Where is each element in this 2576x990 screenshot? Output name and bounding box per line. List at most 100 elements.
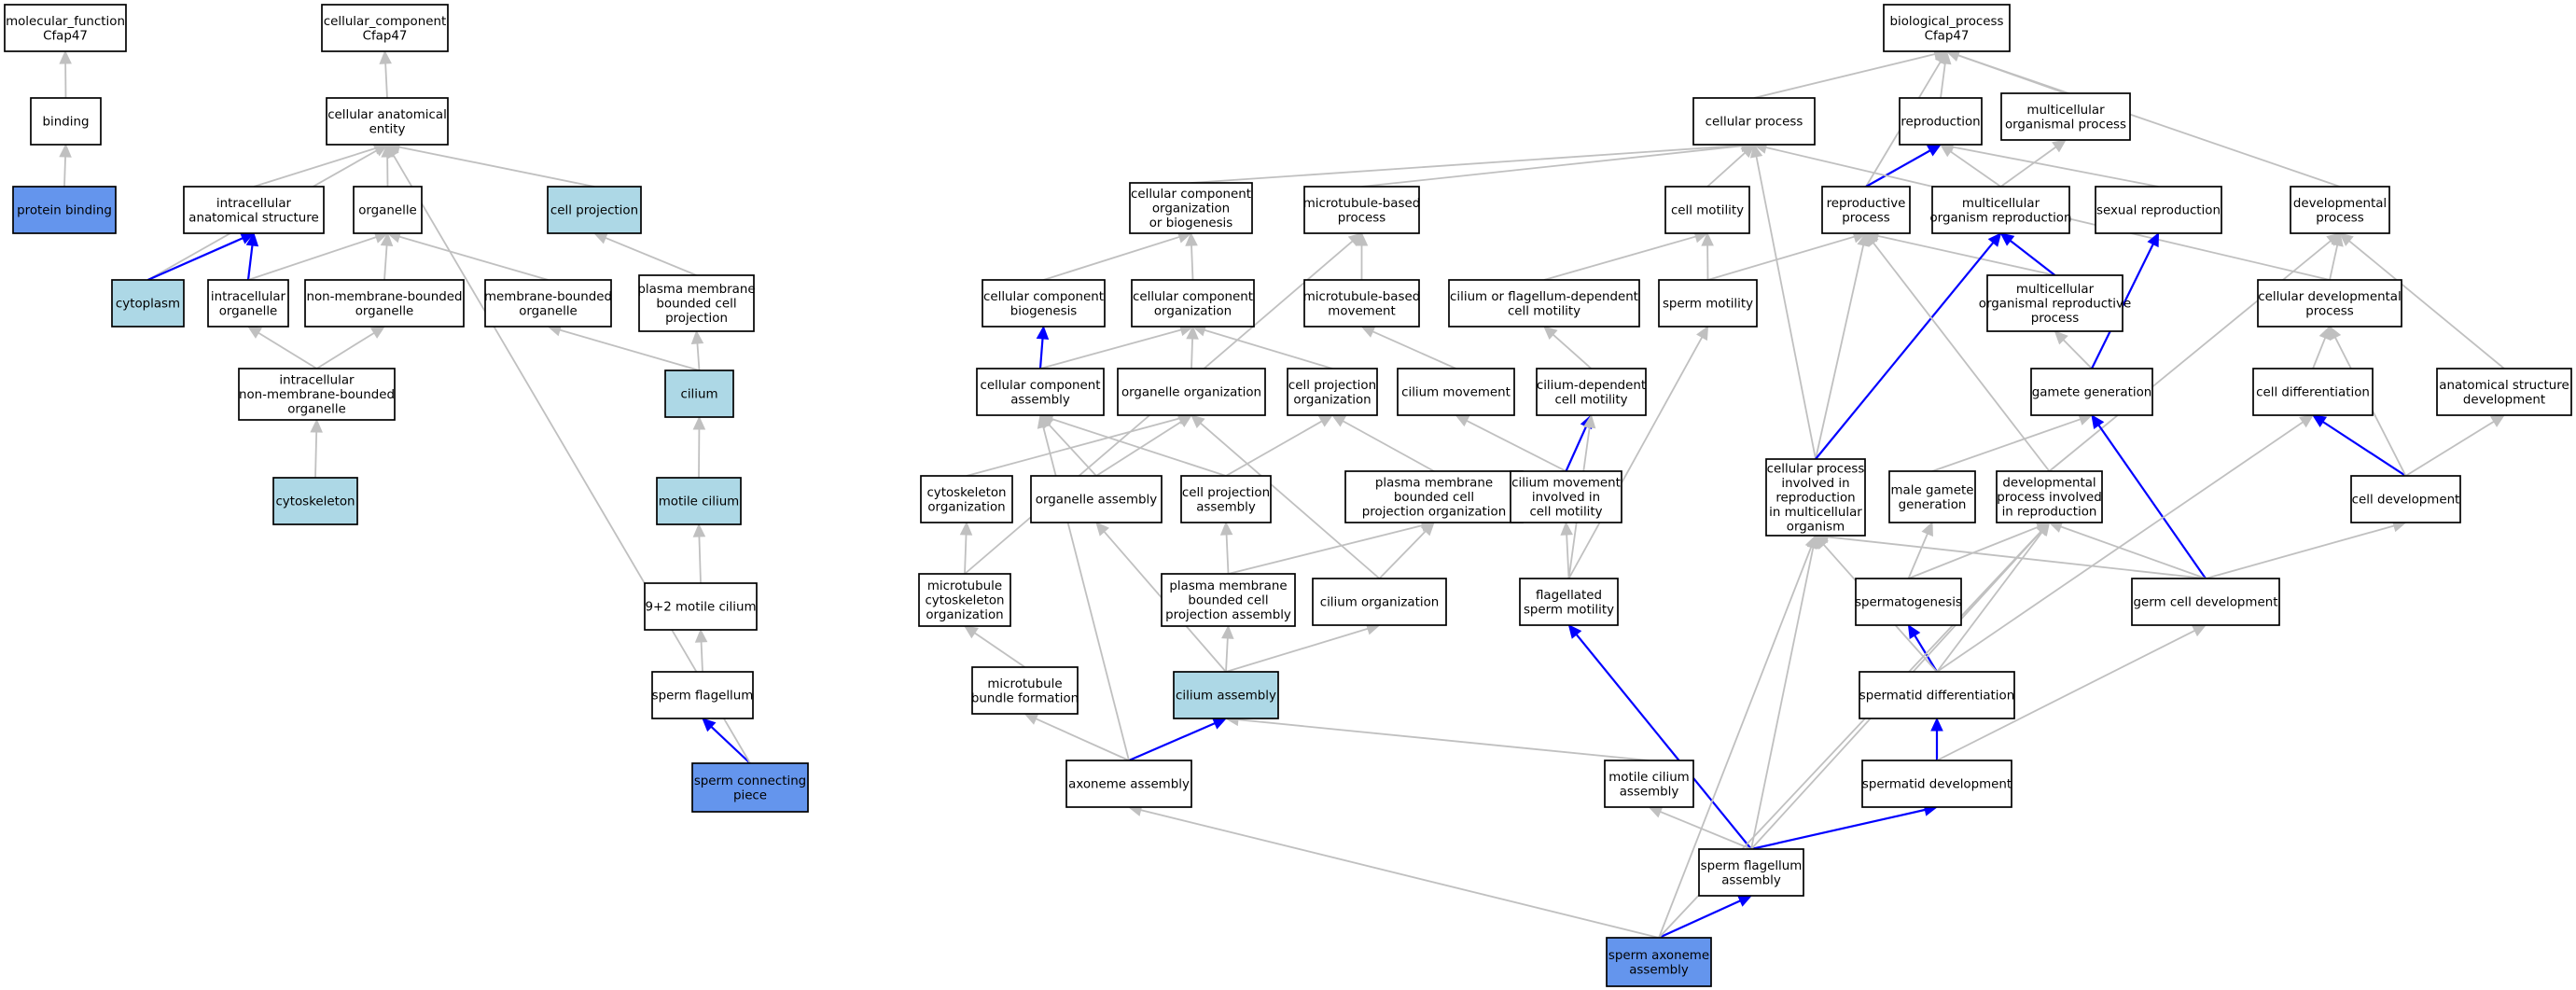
node-cilium-organization[interactable]: cilium organization	[1312, 578, 1447, 626]
node-cilium-assembly[interactable]: cilium assembly	[1173, 671, 1279, 719]
arrowhead	[1191, 414, 1205, 428]
node-cytoskeleton[interactable]: cytoskeleton	[272, 477, 358, 525]
node-gamete-generation[interactable]: gamete generation	[2030, 368, 2153, 416]
arrowhead	[2339, 232, 2354, 246]
node-label: microtubule-based	[1303, 290, 1420, 304]
edge-ccob-to-cellular-process	[1191, 139, 1756, 184]
edge-axoneme-assembly-to-microtubule-bundle-formation	[1023, 713, 1130, 761]
node-axoneme-assembly[interactable]: axoneme assembly	[1065, 760, 1192, 808]
node-sperm-flagellum[interactable]: sperm flagellum	[651, 671, 754, 719]
node-cell-projection[interactable]: cell projection	[547, 186, 642, 234]
node-cell-motility[interactable]: cell motility	[1664, 186, 1750, 234]
edge-developmental-process-to-biological-process	[1945, 49, 2341, 188]
node-label: sperm motility	[1663, 298, 1753, 312]
node-label: anatomical structure	[2439, 379, 2569, 393]
node-cell-differentiation[interactable]: cell differentiation	[2252, 368, 2374, 416]
node-cilium-movement[interactable]: cilium movement	[1397, 368, 1515, 416]
arrowhead	[702, 718, 717, 732]
node-sperm-motility[interactable]: sperm motility	[1658, 279, 1758, 328]
node-box	[1030, 475, 1163, 523]
node-nine-two-motile-cilium[interactable]: 9+2 motile cilium	[644, 582, 758, 631]
node-label: multicellular	[2026, 104, 2105, 118]
node-reproduction[interactable]: reproduction	[1899, 97, 1983, 146]
node-label: gamete generation	[2032, 386, 2152, 400]
node-spermatid-development[interactable]: spermatid development	[1861, 760, 2012, 808]
node-cytoplasm[interactable]: cytoplasm	[111, 279, 185, 328]
node-spermatogenesis[interactable]: spermatogenesis	[1855, 578, 1962, 626]
edge-line	[2205, 524, 2395, 579]
edge-line	[1755, 156, 1817, 460]
node-cellular-process[interactable]: cellular process	[1692, 97, 1816, 146]
node-binding[interactable]: binding	[30, 97, 102, 146]
edge-line	[2348, 240, 2505, 370]
node-motile-cilium[interactable]: motile cilium	[656, 477, 742, 525]
node-intracellular-nmb-organelle[interactable]: intracellularnon-membrane-boundedorganel…	[238, 368, 396, 421]
node-label: cell projection	[1182, 486, 1270, 500]
edge-line	[559, 328, 700, 371]
edge-flagellated-sperm-motility-to-sperm-motility	[1567, 325, 1709, 579]
arrowhead	[245, 231, 259, 247]
edge-line	[383, 244, 388, 281]
arrowhead	[1701, 231, 1714, 246]
node-organelle-assembly[interactable]: organelle assembly	[1030, 475, 1163, 523]
node-label: cell projection	[550, 204, 638, 218]
node-organelle-organization[interactable]: organelle organization	[1117, 368, 1266, 416]
node-organelle[interactable]: organelle	[353, 186, 423, 234]
node-label: in reproduction	[2002, 506, 2097, 520]
edge-cilium-movement-in-cell-motility-to-cilium-movement	[1455, 414, 1566, 472]
node-label: bundle formation	[971, 691, 1079, 705]
edge-line	[1575, 634, 1752, 850]
node-label: non-membrane-bounded	[307, 290, 463, 304]
node-label: plasma membrane	[1375, 477, 1493, 491]
node-germ-cell-development[interactable]: germ cell development	[2131, 578, 2280, 626]
node-cilium[interactable]: cilium	[664, 370, 734, 418]
arrowhead	[592, 231, 609, 244]
arrowhead	[2036, 522, 2051, 537]
node-spermatid-differentiation[interactable]: spermatid differentiation	[1859, 671, 2015, 719]
node-sexual-reproduction[interactable]: sexual reproduction	[2095, 186, 2222, 234]
node-protein-binding[interactable]: protein binding	[12, 186, 117, 234]
node-cell-development[interactable]: cell development	[2350, 475, 2461, 523]
arrowhead	[1921, 521, 1933, 537]
